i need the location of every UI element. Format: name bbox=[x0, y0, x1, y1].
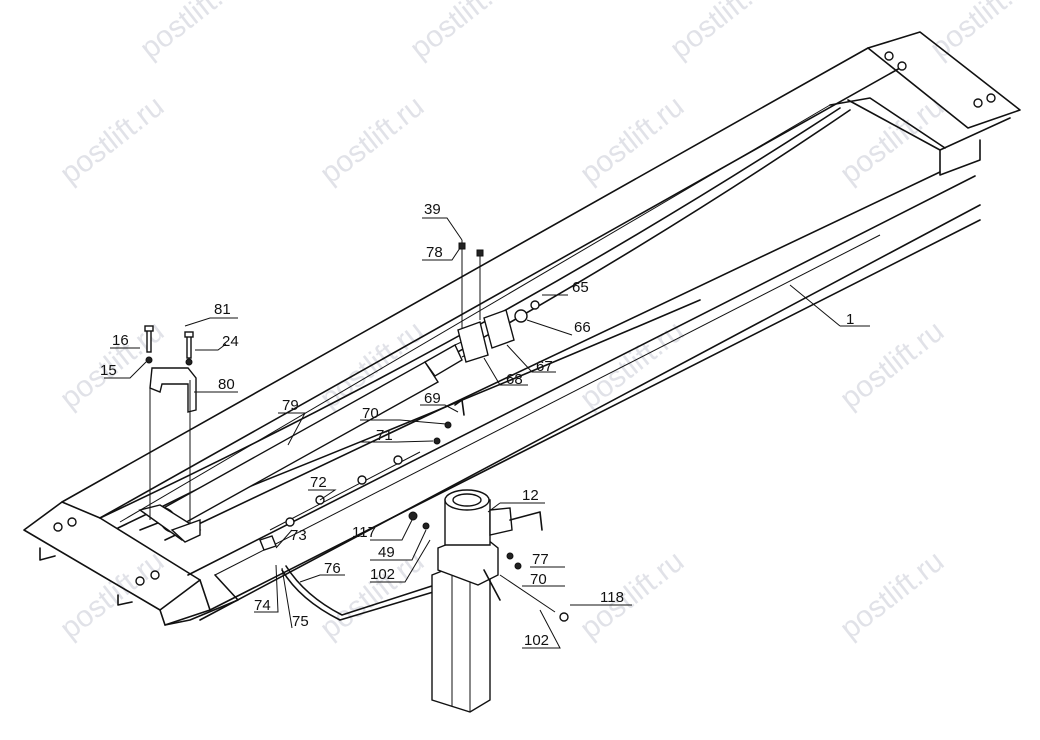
power-unit bbox=[408, 489, 569, 713]
callout-label: 81 bbox=[214, 301, 231, 318]
bolt-16 bbox=[146, 329, 152, 353]
bolt-39 bbox=[458, 242, 466, 250]
watermark-layer: postlift.ru postlift.ru postlift.ru post… bbox=[54, 0, 1040, 646]
callout-label: 69 bbox=[424, 390, 441, 407]
bracket-73 bbox=[259, 535, 277, 551]
bolt-hole bbox=[973, 98, 983, 108]
callout-label: 70 bbox=[362, 405, 379, 422]
callout-label: 102 bbox=[370, 566, 395, 583]
callout-label: 67 bbox=[536, 358, 553, 375]
fitting-118 bbox=[559, 612, 569, 622]
fitting-49 bbox=[422, 522, 430, 530]
hose-clamp bbox=[393, 455, 403, 465]
washer-15 bbox=[145, 356, 153, 364]
watermark: postlift.ru bbox=[404, 0, 520, 66]
callout-label: 1 bbox=[846, 311, 854, 328]
watermark: postlift.ru bbox=[574, 545, 690, 646]
bolt-hole bbox=[67, 517, 77, 527]
callout-label: 16 bbox=[112, 332, 129, 349]
bolt-head bbox=[144, 325, 154, 332]
watermark: postlift.ru bbox=[834, 315, 950, 416]
bolt-78 bbox=[476, 249, 484, 257]
mount-bracket-assembly bbox=[144, 325, 201, 543]
watermark: postlift.ru bbox=[54, 90, 170, 191]
bolt-hole bbox=[135, 576, 145, 586]
callout-label: 15 bbox=[100, 362, 117, 379]
bolt-hole bbox=[986, 93, 996, 103]
bolt-head bbox=[184, 331, 194, 338]
callout-label: 117 bbox=[352, 524, 376, 541]
callout-label: 73 bbox=[290, 527, 307, 544]
callout-label: 76 bbox=[324, 560, 341, 577]
callout-label: 12 bbox=[522, 487, 539, 504]
watermark: postlift.ru bbox=[664, 0, 780, 66]
callout-labels: 1 12 15 16 24 39 49 65 66 67 68 69 70 70… bbox=[100, 201, 854, 649]
bolt-hole bbox=[150, 570, 160, 580]
hose-clamp bbox=[357, 475, 367, 485]
fitting-70b bbox=[514, 562, 522, 570]
platform-beam bbox=[23, 31, 1021, 626]
bolt-81 bbox=[186, 335, 192, 359]
bracket-lower bbox=[170, 519, 201, 543]
watermark: postlift.ru bbox=[574, 90, 690, 191]
callout-label: 65 bbox=[572, 279, 589, 296]
callout-label: 80 bbox=[218, 376, 235, 393]
callout-label: 77 bbox=[532, 551, 549, 568]
callout-label: 79 bbox=[282, 397, 299, 414]
bolt-hole bbox=[884, 51, 894, 61]
fitting-71 bbox=[433, 437, 441, 445]
callout-label: 68 bbox=[506, 371, 523, 388]
bolt-hole bbox=[53, 522, 63, 532]
watermark: postlift.ru bbox=[834, 545, 950, 646]
motor-cap bbox=[452, 493, 482, 507]
leader-lines bbox=[104, 217, 870, 649]
callout-label: 49 bbox=[378, 544, 395, 561]
hose-fittings bbox=[259, 399, 465, 551]
fitting-77 bbox=[506, 552, 514, 560]
callout-label: 39 bbox=[424, 201, 441, 218]
callout-label: 70 bbox=[530, 571, 547, 588]
callout-label: 72 bbox=[310, 474, 327, 491]
callout-label: 75 bbox=[292, 613, 309, 630]
callout-label: 74 bbox=[254, 597, 271, 614]
spring-65 bbox=[530, 300, 540, 310]
fitting-117 bbox=[408, 511, 418, 521]
mount-bracket bbox=[149, 367, 197, 413]
bushing-66 bbox=[514, 309, 528, 323]
callout-label: 66 bbox=[574, 319, 591, 336]
callout-label: 118 bbox=[600, 589, 624, 606]
callout-label: 24 bbox=[222, 333, 239, 350]
watermark: postlift.ru bbox=[54, 545, 170, 646]
watermark: postlift.ru bbox=[134, 0, 250, 66]
watermark: postlift.ru bbox=[314, 90, 430, 191]
washer-24 bbox=[185, 358, 193, 366]
plate-67 bbox=[483, 309, 515, 349]
motor-terminal-box bbox=[489, 507, 513, 536]
hose-clamp bbox=[285, 517, 295, 527]
watermark: postlift.ru bbox=[924, 0, 1040, 66]
callout-label: 78 bbox=[426, 244, 443, 261]
hydraulic-hose bbox=[281, 565, 441, 621]
side-plates bbox=[457, 240, 540, 363]
fitting-70 bbox=[444, 421, 452, 429]
callout-label: 102 bbox=[524, 632, 549, 649]
callout-label: 71 bbox=[376, 427, 393, 444]
bolt-hole bbox=[897, 61, 907, 71]
plate-68 bbox=[457, 321, 489, 363]
